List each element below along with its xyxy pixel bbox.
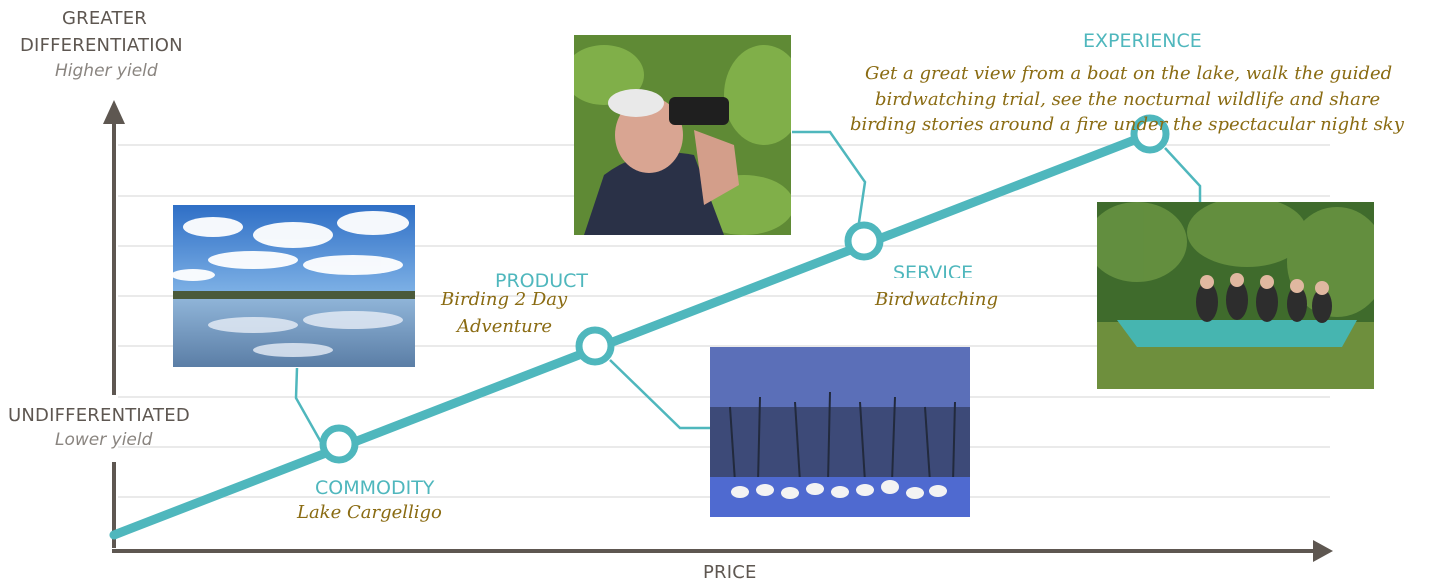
y-axis-bottom-label: UNDIFFERENTIATED: [8, 405, 190, 426]
experience-caption-line2: birdwatching trial, see the nocturnal wi…: [875, 89, 1381, 110]
pelicans-lake-photo: [710, 347, 970, 517]
service-caption: Birdwatching: [875, 289, 999, 310]
y-axis-top-label-line2: DIFFERENTIATION: [20, 35, 183, 56]
lower-yield-label: Lower yield: [55, 430, 153, 450]
birdwatcher-binoculars-photo: [574, 35, 791, 235]
connector-lines: [294, 130, 1202, 445]
product-caption-line2: Adventure: [457, 316, 553, 337]
commodity-node: [319, 424, 359, 464]
product-caption-line1: Birding 2 Day: [441, 289, 568, 310]
experience-caption-line3: birding stories around a fire under the …: [850, 114, 1404, 135]
commodity-caption: Lake Cargelligo: [297, 502, 442, 523]
service-label: SERVICE: [893, 262, 974, 278]
experience-node: [1130, 114, 1170, 154]
lake-reflection-photo: [173, 205, 415, 367]
higher-yield-label: Higher yield: [55, 61, 158, 81]
birdwatchers-boat-photo: [1097, 202, 1374, 389]
x-axis-arrowhead: [1313, 540, 1333, 562]
commodity-label: COMMODITY: [315, 477, 435, 499]
y-axis-arrowhead: [103, 100, 125, 124]
experience-label: EXPERIENCE: [1083, 30, 1202, 52]
experience-caption-line1: Get a great view from a boat on the lake…: [865, 63, 1393, 84]
product-label: PRODUCT: [495, 270, 589, 292]
y-axis-top-label-line1: GREATER: [62, 8, 148, 29]
progression-line: [109, 129, 1155, 540]
service-node: [844, 221, 884, 261]
x-axis-label: PRICE: [703, 562, 757, 583]
product-node: [575, 326, 615, 366]
